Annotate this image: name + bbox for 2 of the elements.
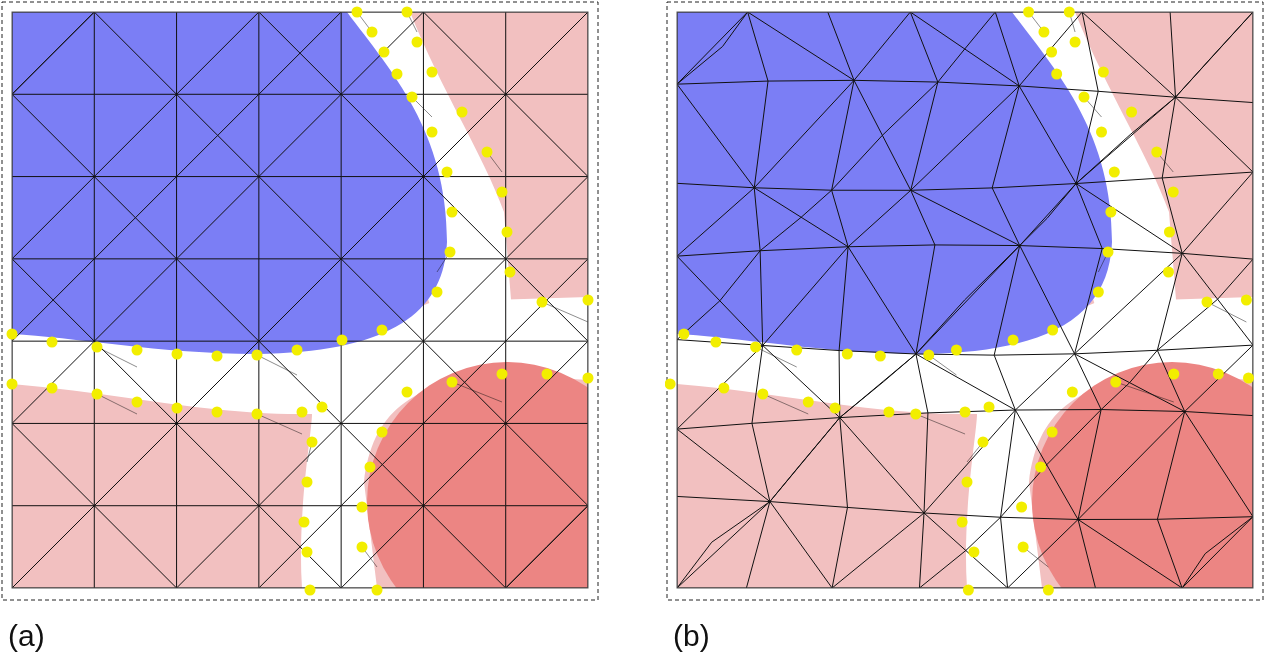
panel-label: (a): [8, 618, 45, 654]
panel-label: (b): [673, 618, 710, 654]
